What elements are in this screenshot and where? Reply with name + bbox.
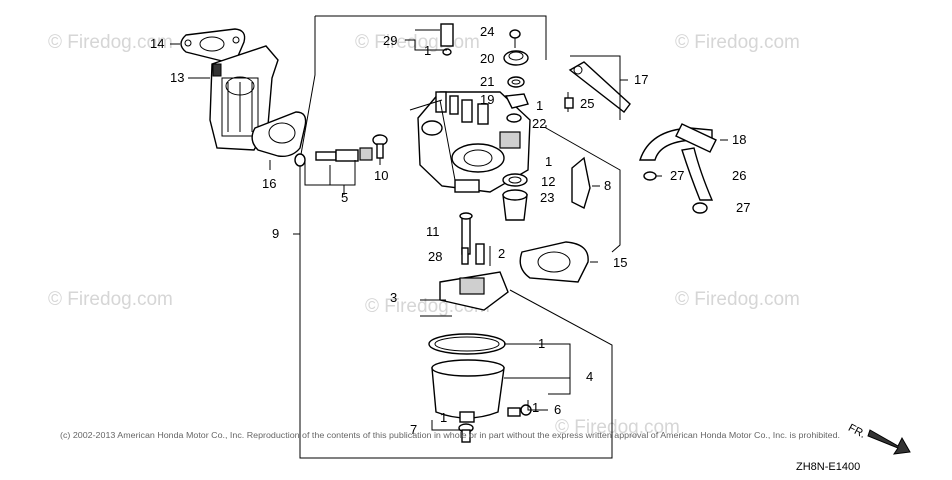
- callout-labels: 14 13 16 5 10 9 29 1 24 20 21 19 1 22 17…: [150, 24, 750, 437]
- choke-parts-stack: [405, 23, 529, 123]
- part-8-bracket: [571, 156, 600, 209]
- watermark-1: © Firedog.com: [48, 32, 173, 53]
- callout-26: 26: [732, 168, 746, 183]
- callout-3: 3: [390, 290, 397, 305]
- part-5-screw-set: [294, 147, 373, 195]
- callout-5: 5: [341, 190, 348, 205]
- callout-22: 22: [532, 116, 546, 131]
- callout-27a: 27: [670, 168, 684, 183]
- part-16-gasket: [251, 111, 307, 170]
- callout-24: 24: [480, 24, 494, 39]
- callout-11: 11: [426, 224, 440, 239]
- callout-7: 7: [410, 422, 417, 437]
- callout-25: 25: [580, 96, 594, 111]
- callout-10: 10: [374, 168, 388, 183]
- part-17-choke-lever: [564, 55, 631, 120]
- callout-19: 19: [480, 92, 494, 107]
- diagram-code: ZH8N-E1400: [796, 461, 860, 473]
- callout-12: 12: [541, 174, 555, 189]
- callout-27b: 27: [736, 200, 750, 215]
- front-direction-arrow: [867, 429, 911, 455]
- callout-15: 15: [613, 255, 627, 270]
- callout-9: 9: [272, 226, 279, 241]
- part-4-float-bowl: [428, 333, 571, 423]
- part-10-screw: [372, 134, 388, 165]
- direction-label: FR.: [846, 422, 867, 441]
- callout-13: 13: [170, 70, 184, 85]
- callout-1b: 1: [536, 98, 543, 113]
- copyright-notice: (c) 2002-2013 American Honda Motor Co., …: [60, 431, 840, 440]
- part-26-fuel-hose: [639, 123, 728, 214]
- callout-17: 17: [634, 72, 648, 87]
- callout-4: 4: [586, 369, 593, 384]
- callout-1e: 1: [532, 400, 539, 415]
- callout-16: 16: [262, 176, 276, 191]
- watermark-6: © Firedog.com: [675, 289, 800, 310]
- callout-1f: 1: [440, 410, 447, 425]
- callout-21: 21: [480, 74, 494, 89]
- part-15-gasket: [519, 241, 598, 283]
- callout-1c: 1: [545, 154, 552, 169]
- part-6-drain-screw: [507, 400, 548, 417]
- callout-2: 2: [498, 246, 505, 261]
- part-7-bowl-bolt: [431, 420, 474, 443]
- watermark-4: © Firedog.com: [48, 289, 173, 310]
- part-13-insulator: [188, 45, 279, 151]
- callout-20: 20: [480, 51, 494, 66]
- callout-29: 29: [383, 33, 397, 48]
- callout-1d: 1: [538, 336, 545, 351]
- watermark-3: © Firedog.com: [675, 32, 800, 53]
- callout-28: 28: [428, 249, 442, 264]
- callout-23: 23: [540, 190, 554, 205]
- carburetor-body: [409, 91, 531, 193]
- watermark-layer: © Firedog.com © Firedog.com © Firedog.co…: [48, 32, 800, 438]
- callout-14: 14: [150, 36, 164, 51]
- callout-18: 18: [732, 132, 746, 147]
- part-3-float: [420, 271, 509, 317]
- part-11-needle-jet: [459, 212, 491, 266]
- callout-6: 6: [554, 402, 561, 417]
- callout-8: 8: [604, 178, 611, 193]
- watermark-7: © Firedog.com: [555, 417, 680, 438]
- assembly-bracket-frame: [293, 15, 621, 459]
- callout-1a: 1: [424, 43, 431, 58]
- part-23-float-valve: [502, 173, 528, 221]
